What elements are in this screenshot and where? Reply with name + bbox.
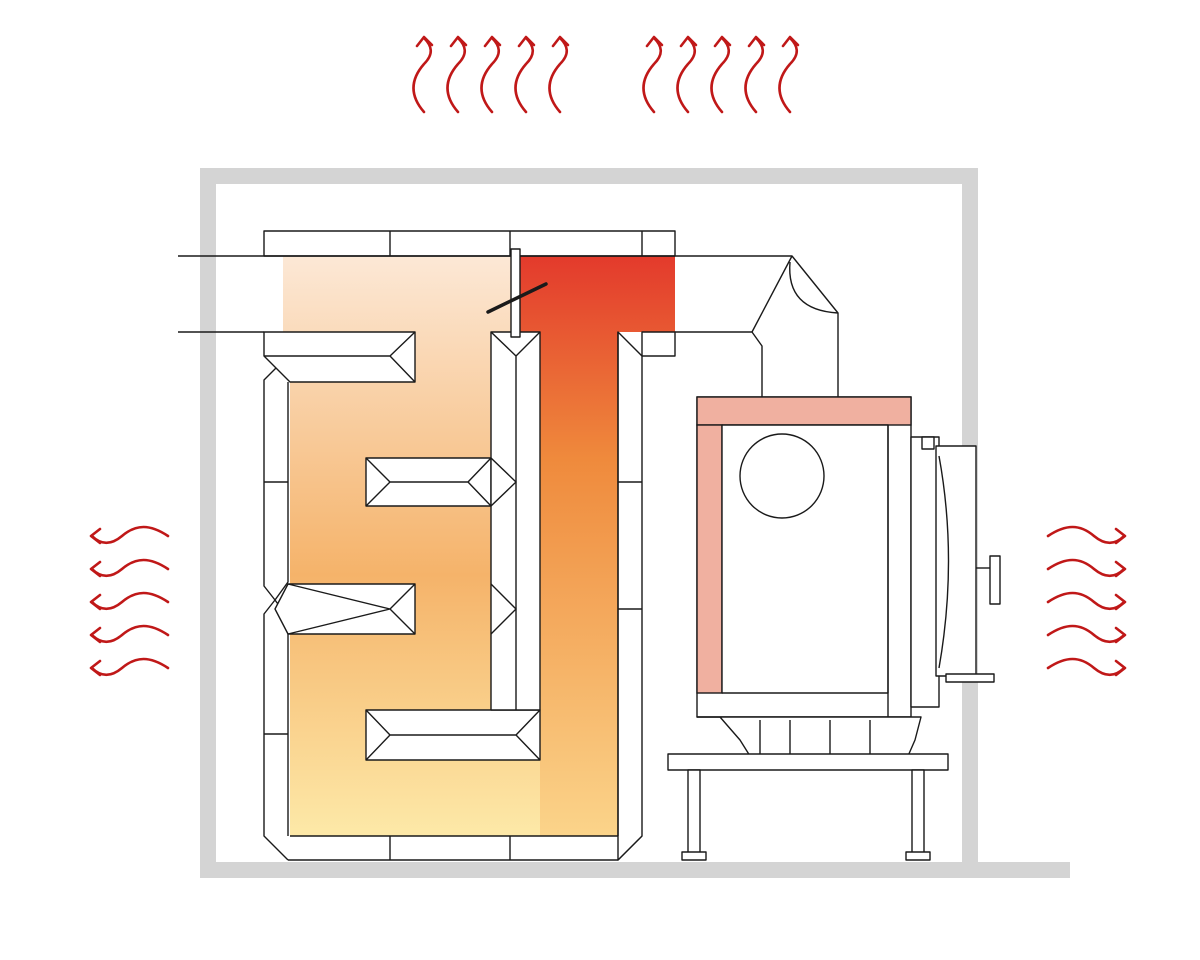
connector-block bbox=[641, 331, 676, 357]
wavy-arrow-up-icon bbox=[412, 35, 434, 114]
stove bbox=[667, 396, 1001, 861]
wavy-arrow-right-icon bbox=[1046, 525, 1127, 545]
wavy-arrow-left-icon bbox=[89, 525, 170, 545]
stove-base bbox=[696, 716, 922, 757]
hot-gas-channel bbox=[520, 256, 675, 836]
wavy-arrow-up-icon bbox=[676, 35, 698, 114]
wavy-arrow-right-icon bbox=[1046, 657, 1127, 677]
wavy-arrow-up-icon bbox=[642, 35, 664, 114]
wavy-arrow-left-icon bbox=[89, 591, 170, 611]
wavy-arrow-up-icon bbox=[514, 35, 536, 114]
door-latch bbox=[945, 673, 995, 683]
right-wall bbox=[617, 331, 643, 861]
flue-pipes bbox=[178, 255, 839, 397]
heat-radiation-up bbox=[412, 35, 800, 114]
top-cap bbox=[263, 230, 676, 257]
heat-radiation-right bbox=[1046, 525, 1127, 677]
wavy-arrow-left-icon bbox=[89, 657, 170, 677]
warm-gas-channel bbox=[283, 256, 540, 836]
bottom-wall bbox=[288, 835, 643, 861]
wavy-arrow-right-icon bbox=[1046, 591, 1127, 611]
enclosure-floor bbox=[200, 862, 1070, 878]
flue-outlet-opening bbox=[739, 433, 825, 519]
stove-stand-top bbox=[667, 753, 949, 771]
enclosure-left-wall bbox=[200, 168, 216, 878]
damper-blade-icon bbox=[486, 248, 548, 338]
wavy-arrow-up-icon bbox=[744, 35, 766, 114]
wavy-arrow-up-icon bbox=[548, 35, 570, 114]
stove-door bbox=[935, 445, 977, 677]
wavy-arrow-right-icon bbox=[1046, 558, 1127, 578]
wavy-arrow-left-icon bbox=[89, 558, 170, 578]
wavy-arrow-left-icon bbox=[89, 624, 170, 644]
stove-leg-right bbox=[911, 769, 925, 855]
enclosure-top-wall bbox=[200, 168, 978, 184]
wavy-arrow-up-icon bbox=[446, 35, 468, 114]
stove-connector-pipe bbox=[675, 255, 839, 397]
wavy-arrow-up-icon bbox=[480, 35, 502, 114]
firebox-lining-top bbox=[696, 396, 912, 426]
baffle-top-left bbox=[263, 331, 416, 383]
left-exhaust-pipe bbox=[178, 255, 283, 333]
wavy-arrow-right-icon bbox=[1046, 624, 1127, 644]
stove-leg-left bbox=[687, 769, 701, 855]
wavy-arrow-up-icon bbox=[710, 35, 732, 114]
flue-gas-flow bbox=[283, 256, 675, 836]
heat-radiation-left bbox=[89, 525, 170, 677]
door-handle bbox=[989, 555, 1001, 605]
masonry-heat-storage bbox=[263, 230, 676, 861]
enclosure bbox=[200, 168, 1070, 878]
firebox-lining-side bbox=[696, 424, 723, 694]
stove-door-frame bbox=[910, 436, 940, 708]
baffle-lower-left bbox=[274, 583, 416, 635]
wavy-arrow-up-icon bbox=[778, 35, 800, 114]
